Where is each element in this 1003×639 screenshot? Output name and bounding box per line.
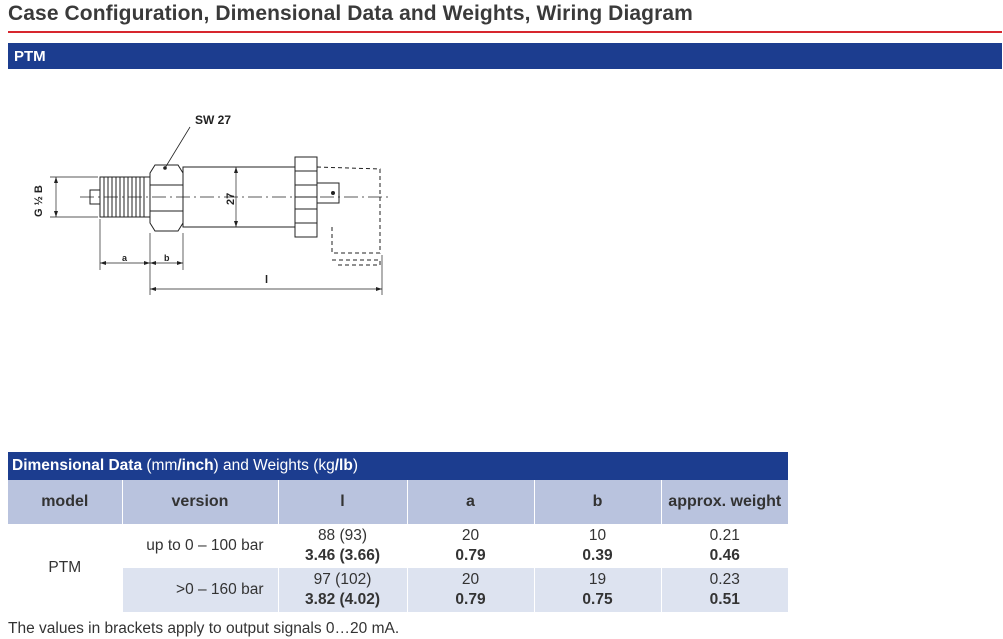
page-title: Case Configuration, Dimensional Data and… [8,2,693,25]
footnote: The values in brackets apply to output s… [8,620,400,637]
table-row: PTM up to 0 – 100 bar 88 (93)3.46 (3.66)… [8,524,788,612]
table-title: Dimensional Data (mm/inch) and Weights (… [8,452,788,480]
wrench-size-label: SW 27 [195,113,231,127]
col-header-weight: approx. weight [661,480,788,524]
dim-a-label: a [122,253,128,263]
version-cell: up to 0 – 100 bar [122,524,279,568]
thread-label: G ½ B [33,185,45,217]
l-cell: 97 (102)3.82 (4.02) [278,568,408,612]
model-cell: PTM [8,524,123,612]
diameter-label: 27 [225,193,237,205]
l-cell: 88 (93)3.46 (3.66) [278,524,408,568]
dimensional-drawing: SW 27 G ½ B 27 a b l [33,113,390,295]
section-band: PTM [8,43,1002,69]
col-header-b: b [534,480,662,524]
col-header-l: l [278,480,408,524]
section-label: PTM [14,48,46,65]
col-header-model: model [8,480,123,524]
col-header-version: version [122,480,279,524]
dimensions-table: Dimensional Data (mm/inch) and Weights (… [8,452,788,612]
dim-l-label: l [265,274,268,286]
col-header-a: a [407,480,535,524]
title-rule [8,31,1002,33]
table-header-row: model version l a b approx. weight [8,480,788,524]
dim-b-label: b [164,253,170,263]
version-cell: >0 – 160 bar [122,568,279,612]
